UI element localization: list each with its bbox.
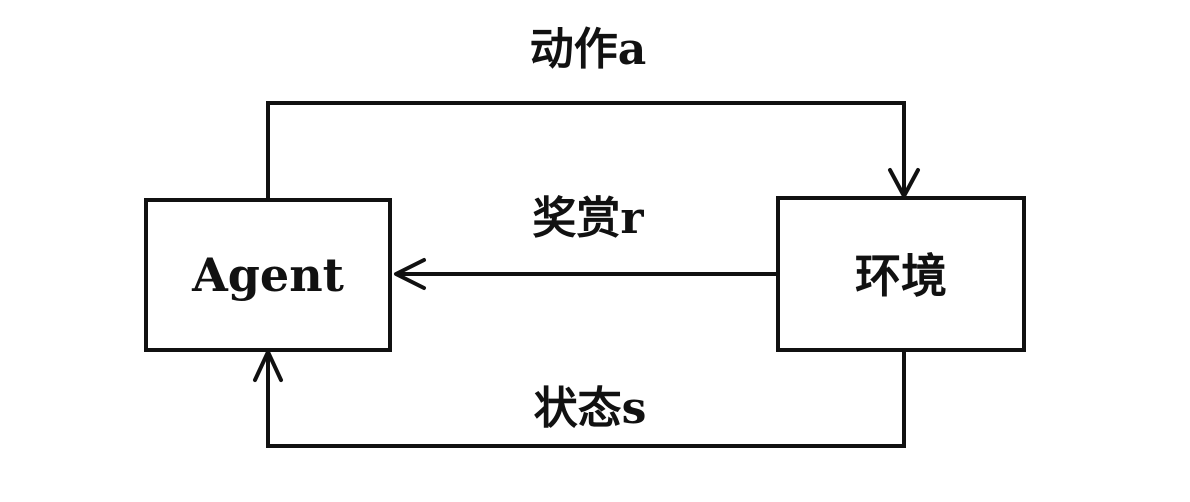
environment-label: 环境 <box>855 249 947 303</box>
action-label: 动作a <box>530 24 647 75</box>
environment-box <box>776 196 1026 352</box>
state-connector <box>266 350 906 448</box>
reward-arrowhead <box>394 258 426 290</box>
agent-label: Agent <box>191 248 345 302</box>
action-connector <box>266 101 906 200</box>
reward-label: 奖赏r <box>532 193 644 244</box>
state-label: 状态s <box>534 383 647 434</box>
agent-box <box>144 198 392 352</box>
